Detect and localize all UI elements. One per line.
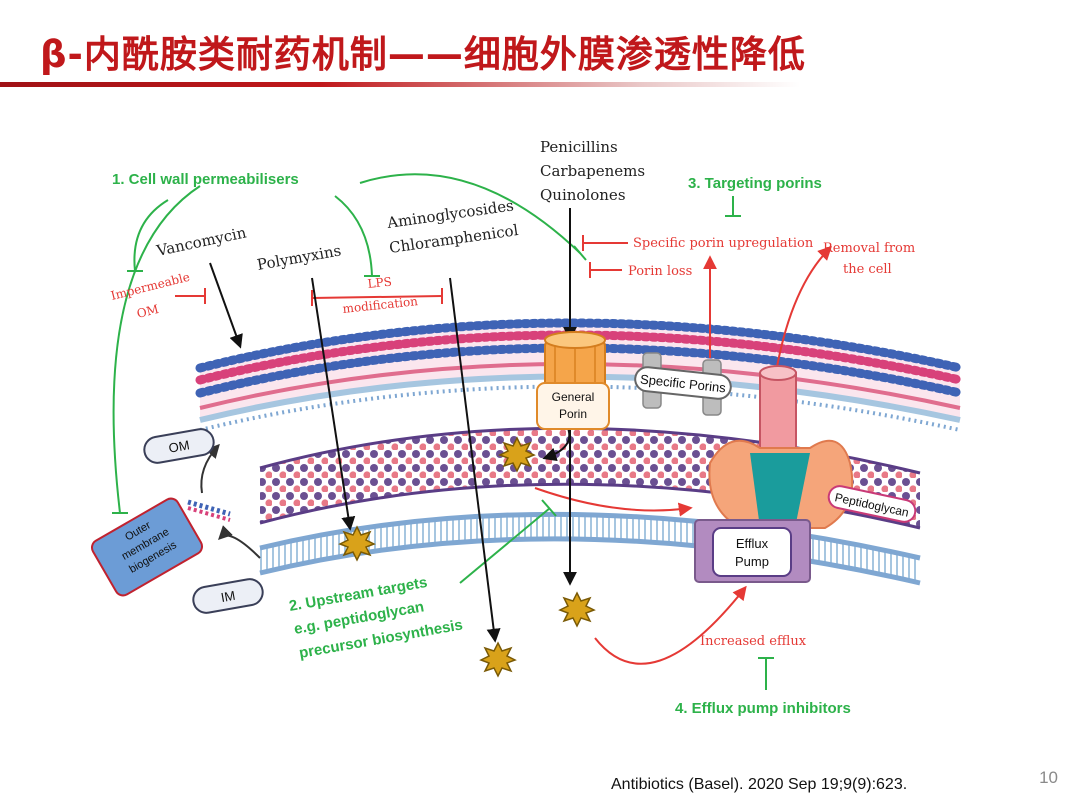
im-label: IM — [220, 588, 237, 605]
mech-lps-1: LPS — [367, 275, 393, 291]
strategy-4-line — [758, 657, 774, 690]
drug-paths — [200, 208, 577, 643]
mech-removal-1: Removal from — [823, 241, 915, 256]
strategy-3-line — [725, 196, 741, 217]
general-porin: General Porin — [536, 331, 610, 430]
mech-impermeable-1: Impermeable — [109, 270, 191, 303]
outer-membrane-biogenesis-box: Outer membrane biogenesis — [90, 497, 204, 597]
mechanism-lines — [175, 235, 832, 665]
efflux-label-1: Efflux — [736, 536, 769, 551]
strategy-4-label: 4. Efflux pump inhibitors — [675, 700, 851, 717]
strategy-3-label: 3. Targeting porins — [688, 175, 822, 192]
mech-increased-efflux: Increased efflux — [700, 634, 807, 649]
specific-porins: Specific Porins — [634, 352, 732, 416]
mech-porin-upregulation: Specific porin upregulation — [633, 236, 814, 251]
im-badge: IM — [192, 578, 264, 614]
drug-carbapenems: Carbapenems — [540, 162, 645, 180]
drug-star-2 — [338, 525, 376, 562]
resistance-mechanism-figure: General Porin Specific Porins Efflux Pum… — [90, 138, 965, 717]
strategy-2-line — [459, 499, 557, 584]
drug-penicillins: Penicillins — [540, 138, 618, 156]
drug-star-4 — [479, 641, 517, 678]
drug-polymyxins: Polymyxins — [256, 241, 343, 274]
om-badge: OM — [143, 428, 215, 464]
mech-impermeable-2: OM — [135, 302, 160, 321]
drug-stars — [338, 436, 596, 678]
title-underline — [0, 82, 800, 87]
general-porin-label-1: General — [552, 390, 595, 404]
slide-title: β-内酰胺类耐药机制——细胞外膜渗透性降低 — [40, 33, 806, 76]
drug-star-1 — [498, 436, 536, 473]
citation: Antibiotics (Basel). 2020 Sep 19;9(9):62… — [611, 776, 908, 793]
strategy-1-lines — [112, 173, 587, 514]
mech-porin-loss: Porin loss — [628, 264, 692, 279]
drug-quinolones: Quinolones — [540, 186, 626, 204]
efflux-label-2: Pump — [735, 554, 769, 569]
page-number: 10 — [1039, 768, 1058, 787]
lps-fragment — [187, 499, 231, 522]
general-porin-label-2: Porin — [559, 407, 587, 421]
strategy-1-label: 1. Cell wall permeabilisers — [112, 171, 299, 188]
efflux-pump: Efflux Pump — [694, 365, 854, 583]
drug-star-3 — [558, 591, 596, 628]
drug-vancomycin: Vancomycin — [154, 223, 248, 260]
mech-removal-2: the cell — [843, 262, 892, 277]
om-label: OM — [167, 437, 190, 455]
